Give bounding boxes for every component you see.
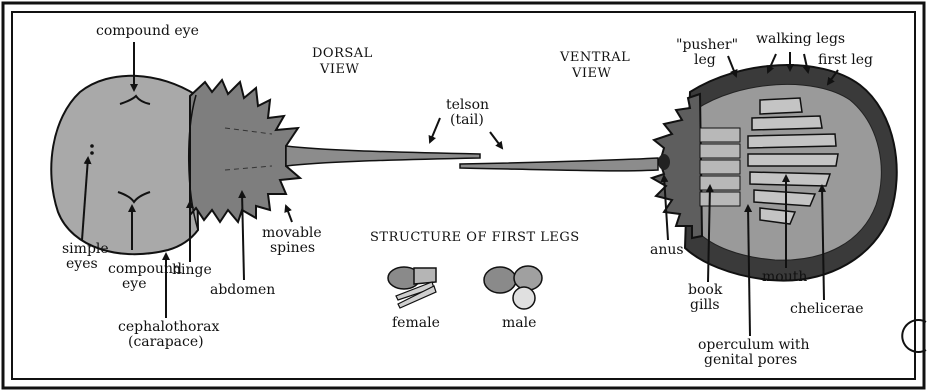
first-leg-label: first leg [818, 53, 873, 68]
book-gills-label-line1: book [688, 283, 722, 298]
pusher-leg-label-line2: leg [694, 53, 716, 68]
male-leg-illustration [484, 266, 542, 309]
operculum-label-line1: operculum with [698, 338, 810, 353]
book-gills-label-line2: gills [690, 298, 720, 313]
walking-legs-label: walking legs [756, 32, 845, 47]
ventral-view-title-line1: VENTRAL [560, 50, 630, 65]
dorsal-telson [286, 146, 480, 166]
simple-eye-dot-2 [90, 151, 94, 155]
cephalothorax-label-line2: (carapace) [128, 335, 204, 350]
telson-label-line1: telson [446, 98, 489, 113]
pusher-leg-label-line1: "pusher" [676, 38, 738, 53]
dorsal-view-title-line1: DORSAL [312, 46, 373, 61]
dorsal-abdomen [190, 80, 300, 222]
simple-eyes-label-line2: eyes [66, 257, 98, 272]
female-label: female [392, 316, 440, 331]
female-leg-illustration [388, 267, 436, 308]
compound-eye-bottom-label-line1: compound [108, 262, 182, 277]
first-legs-title: STRUCTURE OF FIRST LEGS [370, 230, 580, 245]
simple-eyes-label-line1: simple [62, 242, 109, 257]
anus-label: anus [650, 243, 684, 258]
telson-label-line2: (tail) [450, 113, 484, 128]
mouth-label: mouth [762, 270, 807, 285]
simple-eye-dot-1 [90, 144, 94, 148]
compound-eye-bottom-label-line2: eye [122, 277, 146, 292]
male-label: male [502, 316, 536, 331]
ventral-view-title-line2: VIEW [572, 66, 611, 81]
dorsal-view-title-line2: VIEW [320, 62, 359, 77]
operculum-label-line2: genital pores [704, 353, 797, 368]
cephalothorax-label-line1: cephalothorax [118, 320, 219, 335]
compound-eye-top-label: compound eye [96, 24, 199, 39]
movable-spines-label-line2: spines [270, 241, 315, 256]
hinge-label: hinge [172, 263, 212, 278]
chelicerae-label: chelicerae [790, 302, 864, 317]
movable-spines-label-line1: movable [262, 226, 322, 241]
ventral-telson [460, 158, 658, 171]
abdomen-label: abdomen [210, 283, 275, 298]
